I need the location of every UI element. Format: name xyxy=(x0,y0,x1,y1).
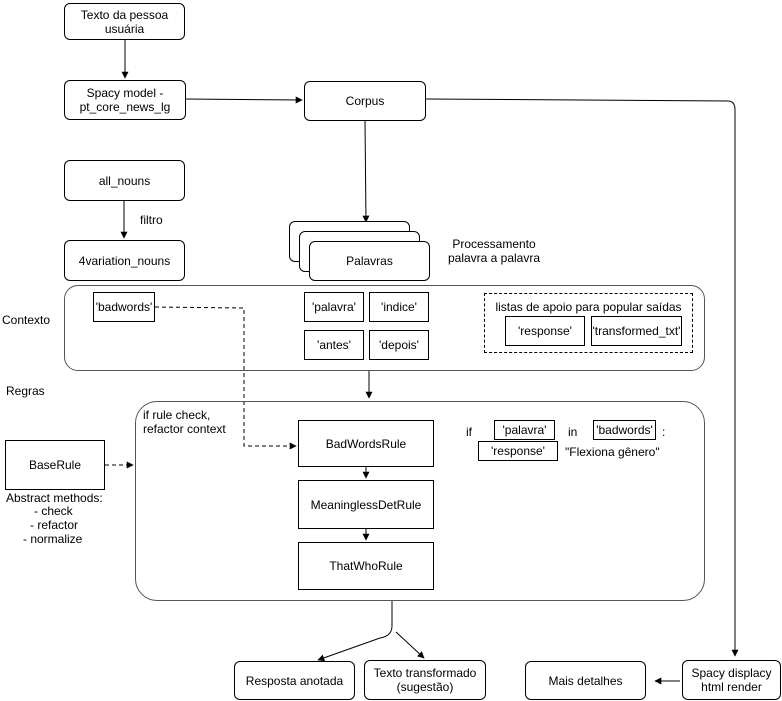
processamento-label: Processamento palavra a palavra xyxy=(447,237,541,265)
filtro-label: filtro xyxy=(140,213,163,227)
that-who-rule-node: ThatWhoRule xyxy=(298,542,434,590)
support-lists-group xyxy=(484,293,693,353)
all-nouns-node: all_nouns xyxy=(64,160,185,201)
context-container xyxy=(64,285,705,371)
if-rule-label: if rule check, refactor context xyxy=(143,408,226,436)
cond-response-key: 'response' xyxy=(478,441,558,461)
bad-words-rule-node: BadWordsRule xyxy=(298,420,434,467)
flexiona-label: "Flexiona gênero" xyxy=(565,445,660,459)
texto-transformado-node: Texto transformado (sugestão) xyxy=(364,660,486,700)
variation-nouns-node: 4variation_nouns xyxy=(64,240,185,281)
context-depois-key: 'depois' xyxy=(369,330,429,360)
context-antes-key: 'antes' xyxy=(304,330,364,360)
abstract-method-refactor: - refactor xyxy=(30,518,79,532)
edge-rules-to-resposta xyxy=(317,600,393,662)
context-indice-key: 'indice' xyxy=(369,292,429,322)
contexto-label: Contexto xyxy=(2,313,51,327)
spacy-displacy-node: Spacy displacy html render xyxy=(682,660,781,700)
mais-detalhes-node: Mais detalhes xyxy=(525,661,646,700)
rules-container xyxy=(135,401,705,601)
context-palavra-key: 'palavra' xyxy=(304,292,364,322)
user-text-node: Texto da pessoa usuária xyxy=(64,3,185,40)
abstract-methods-label: Abstract methods: xyxy=(6,491,103,505)
edge-rules-to-texto xyxy=(395,631,425,659)
cond-colon-label: : xyxy=(662,425,666,439)
edge-model-to-corpus xyxy=(185,96,303,104)
abstract-method-normalize: - normalize xyxy=(23,532,83,546)
corpus-node: Corpus xyxy=(304,81,426,121)
cond-palavra-key: 'palavra' xyxy=(494,420,555,440)
edge-corpus-to-displacy xyxy=(425,98,739,657)
palavras-node: Palavras xyxy=(309,241,430,281)
resposta-anotada-node: Resposta anotada xyxy=(234,661,355,700)
context-badwords-key: 'badwords' xyxy=(93,292,155,322)
spacy-model-node: Spacy model - pt_core_news_lg xyxy=(64,80,186,120)
abstract-method-check: - check xyxy=(34,504,73,518)
edge-badwords-to-badwordsrule xyxy=(154,306,297,450)
meaningless-det-rule-node: MeaninglessDetRule xyxy=(298,480,434,529)
cond-in-label: in xyxy=(568,425,578,439)
context-transformed-txt-key: 'transformed_txt' xyxy=(591,316,682,346)
support-lists-label: listas de apoio para popular saídas xyxy=(495,300,682,314)
context-response-key: 'response' xyxy=(505,316,585,346)
edge-corpus-to-palavras xyxy=(362,120,370,223)
regras-label: Regras xyxy=(6,384,45,398)
cond-badwords-key: 'badwords' xyxy=(593,420,656,440)
base-rule-node: BaseRule xyxy=(5,440,105,490)
cond-if-label: if xyxy=(466,425,472,439)
